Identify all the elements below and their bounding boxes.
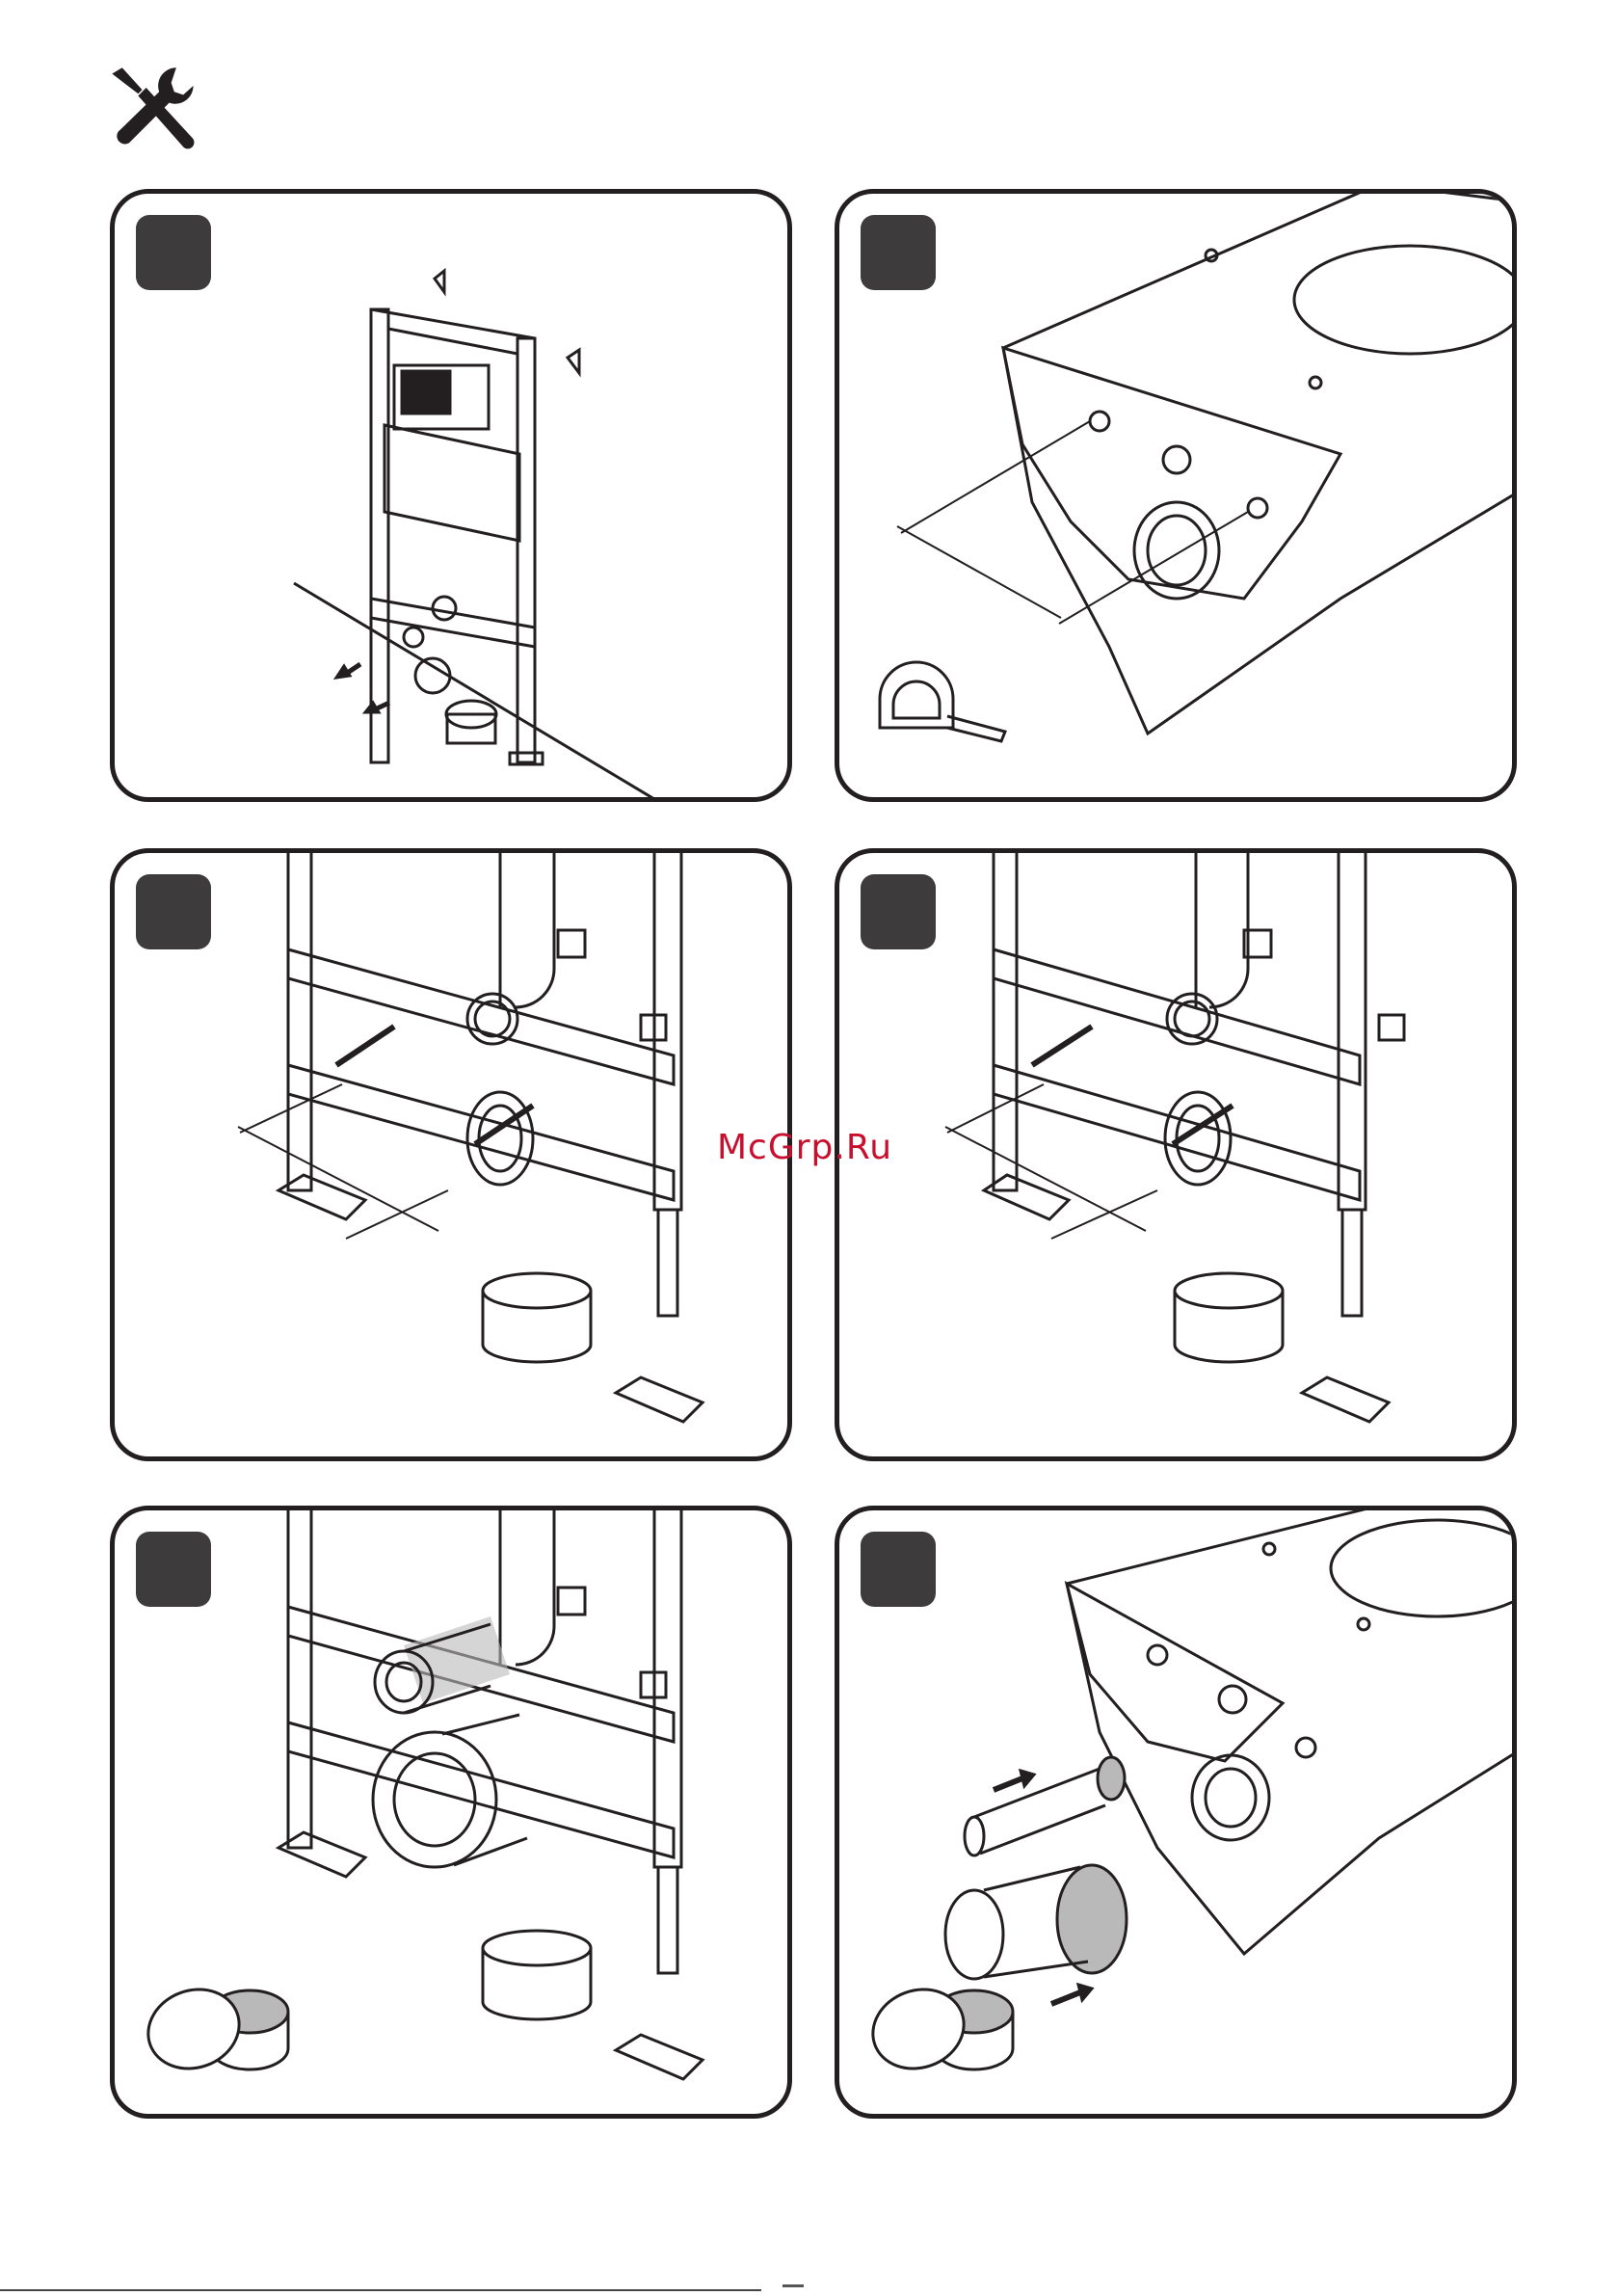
step-panel-2 [835,189,1517,802]
page-mark [782,2284,804,2287]
lubricant-tin-icon [137,1977,288,2081]
bowl-illustration [839,194,1517,802]
bowl-connectors-illustration [839,1510,1517,2119]
frame-illustration [115,194,792,802]
frame-studs-adjust-illustration [839,853,1517,1461]
step-panel-1 [110,189,792,802]
frame-studs-illustration [115,853,792,1461]
wrench-screwdriver-icon [104,62,204,162]
step-panel-3 [110,848,792,1461]
lubricant-tin-icon [862,1977,1013,2081]
tape-measure-icon [880,662,1005,741]
step-panel-4 [835,848,1517,1461]
frame-connectors-illustration [115,1510,792,2119]
footer-rule [0,2289,761,2291]
step-panel-6 [835,1506,1517,2119]
watermark: McGrp.Ru [717,1128,892,1167]
step-panel-5 [110,1506,792,2119]
